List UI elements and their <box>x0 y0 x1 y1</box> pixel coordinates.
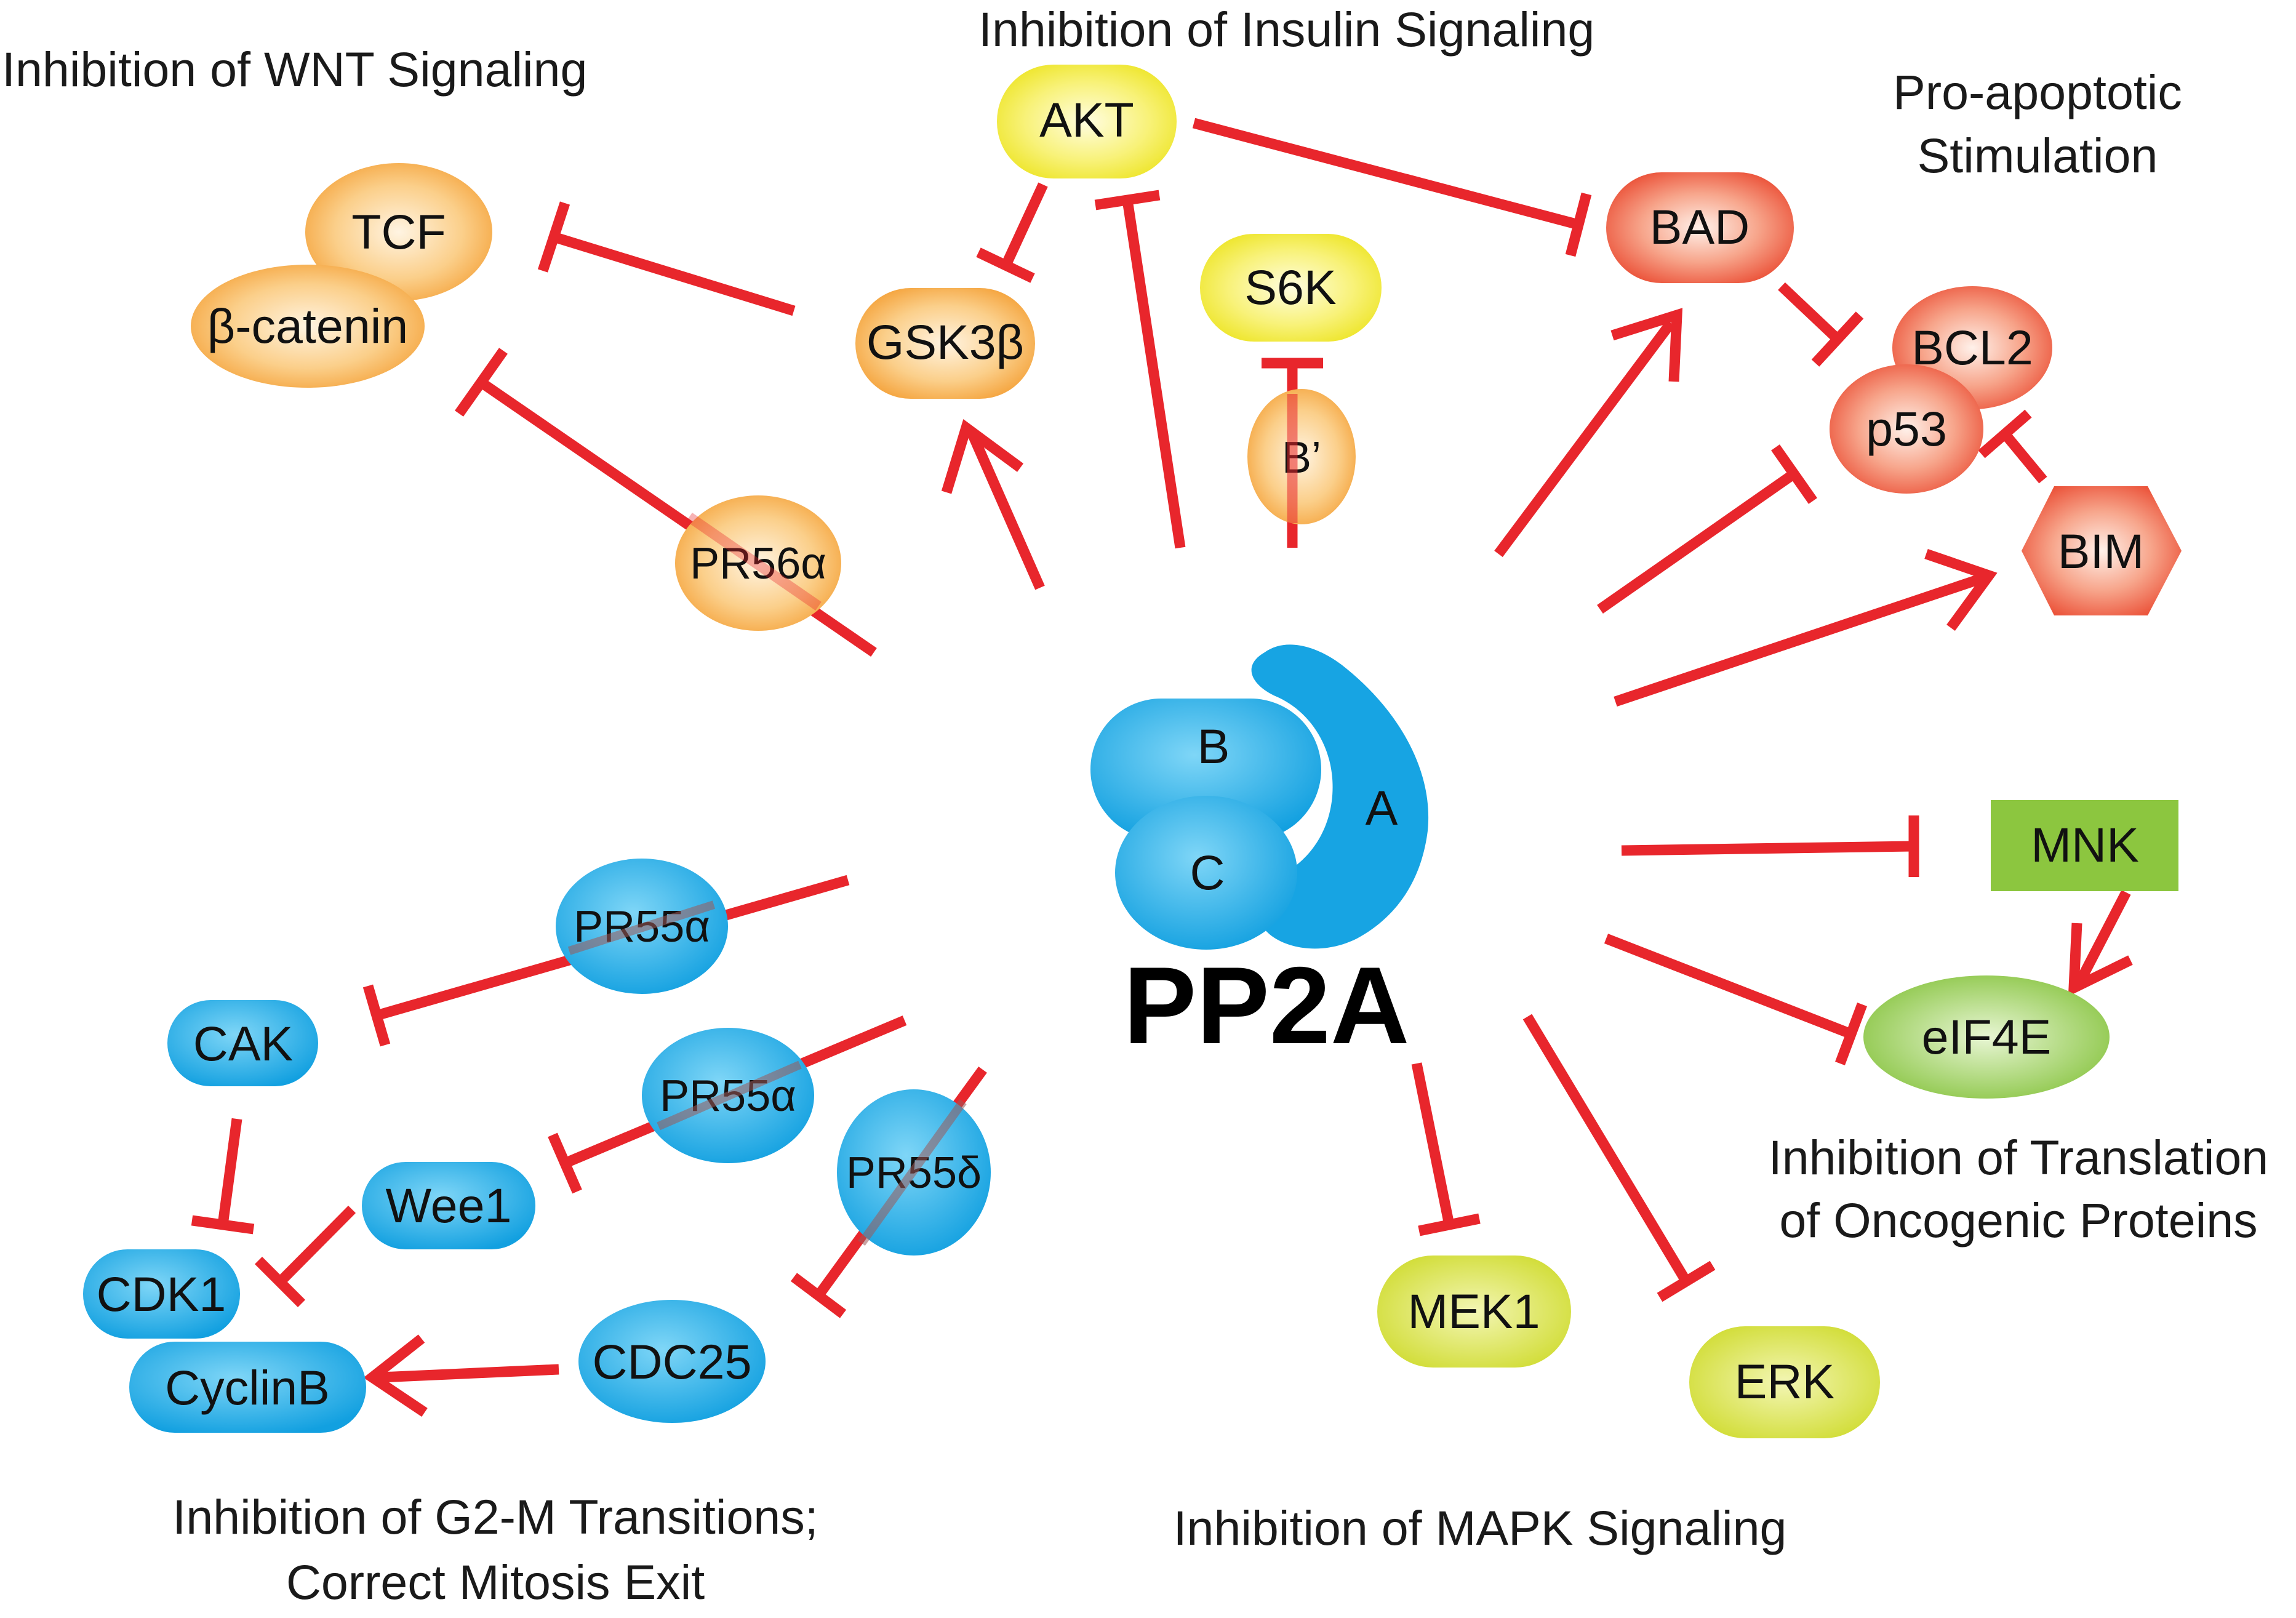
pp2a-subunit-c <box>1115 796 1297 950</box>
node-s6k-label: S6K <box>1244 260 1336 314</box>
edge-pp2a-inhibits-erk <box>1522 1014 1691 1284</box>
edge-wee1-cdk1-bar <box>254 1256 306 1308</box>
edge-pp2a-inhibits-eif4e <box>1604 934 1854 1039</box>
node-beta-catenin <box>191 265 425 388</box>
edge-akt-bad-bar <box>1565 192 1592 257</box>
edge-pr55a1-cak-bar <box>362 984 391 1047</box>
edge-pr55a1-crossing <box>567 900 716 955</box>
heading-translation-line2: of Oncogenic Proteins <box>1779 1193 2257 1248</box>
edge-cak-cdk1-bar <box>191 1215 255 1235</box>
edge-akt-inhibits-gsk3b <box>1001 182 1048 267</box>
edge-pp2a-activates-gsk3b <box>967 431 1045 590</box>
node-eif4e <box>1863 975 2110 1099</box>
node-bim <box>2022 486 2182 615</box>
edge-akt-inhibits-bad <box>1192 118 1580 230</box>
node-beta-catenin-label: β-catenin <box>207 298 409 353</box>
edge-pp2a-inhibits-akt <box>1122 199 1186 549</box>
edge-pp2a-erk-bar <box>1657 1260 1716 1302</box>
node-akt-label: AKT <box>1039 92 1134 147</box>
edge-gsk3b-tcf-bar <box>537 201 570 273</box>
edge-mnk-activates-eif4e <box>2075 890 2131 984</box>
edge-akt-gsk3b-bar <box>976 247 1035 283</box>
node-mek1-label: MEK1 <box>1407 1284 1540 1339</box>
edge-mnk-eif4e-arrowhead <box>2068 923 2133 996</box>
node-mnk <box>1991 800 2178 891</box>
heading-insulin: Inhibition of Insulin Signaling <box>978 2 1594 57</box>
heading-g2m-line1: Inhibition of G2-M Transitions; <box>172 1489 818 1544</box>
heading-translation-line1: Inhibition of Translation <box>1769 1130 2268 1185</box>
node-mek1 <box>1377 1256 1571 1368</box>
pp2a-title: PP2A <box>1124 944 1410 1067</box>
node-akt <box>997 65 1177 178</box>
node-gsk3b <box>855 288 1035 399</box>
edge-pp2a-inhibits-p53 <box>1597 470 1797 614</box>
node-b-prime <box>1247 389 1356 524</box>
edge-pp2a-bim-arrowhead <box>1924 548 1998 631</box>
heading-apoptotic-line2: Stimulation <box>1918 128 2158 183</box>
node-bad-label: BAD <box>1650 199 1750 254</box>
edge-bad-inhibits-bcl2 <box>1778 282 1841 343</box>
edge-cdc25-activates-cyclinb <box>380 1364 559 1383</box>
edge-pp2a-activates-bad <box>1494 319 1675 558</box>
node-cdc25 <box>578 1300 766 1423</box>
edge-cdc25-cyclinb-arrowhead <box>363 1334 428 1417</box>
node-cyclinb <box>129 1342 366 1433</box>
node-cak-label: CAK <box>193 1016 293 1071</box>
node-mnk-label: MNK <box>2031 817 2139 872</box>
edge-pr56a-bcatenin-bar <box>455 348 508 417</box>
node-wee1 <box>362 1162 535 1249</box>
node-bad <box>1606 172 1794 283</box>
edge-gsk3b-inhibits-tcf <box>552 231 796 316</box>
edge-pr55a2-crossing <box>657 1060 802 1131</box>
node-wee1-label: Wee1 <box>386 1178 512 1233</box>
node-erk <box>1689 1326 1880 1438</box>
node-bcl2-label: BCL2 <box>1911 320 2033 375</box>
node-cyclinb-label: CyclinB <box>165 1360 330 1415</box>
edge-bim-inhibits-p53 <box>2001 430 2047 484</box>
node-eif4e-label: eIF4E <box>1922 1009 2052 1064</box>
node-tcf <box>305 163 492 301</box>
edge-pp2a-eif4e-bar <box>1835 1003 1867 1065</box>
edge-pr55d-crossing <box>858 1099 967 1246</box>
edge-pp2a-inhibits-mek1 <box>1411 1062 1455 1226</box>
edge-wee1-inhibits-cdk1 <box>276 1206 356 1286</box>
edge-pp2a-gsk3b-arrowhead <box>941 419 1024 494</box>
heading-g2m-line2: Correct Mitosis Exit <box>286 1555 705 1609</box>
heading-mapk: Inhibition of MAPK Signaling <box>1174 1500 1787 1555</box>
pp2a-subunit-b-label: B <box>1198 719 1230 774</box>
node-s6k <box>1200 234 1382 342</box>
node-cdk1 <box>83 1249 240 1339</box>
node-tcf-label: TCF <box>351 204 446 259</box>
edge-bim-p53-bar <box>1978 409 2032 459</box>
node-erk-label: ERK <box>1735 1354 1834 1409</box>
node-cdk1-label: CDK1 <box>97 1267 226 1321</box>
pp2a-subunit-a-label: A <box>1366 780 1398 835</box>
edge-bad-bcl2-bar <box>1811 311 1864 367</box>
pp2a-subunit-b <box>1090 699 1321 840</box>
edges <box>191 118 2133 1417</box>
node-pr56a-label: PR56α <box>690 539 826 588</box>
pp2a-complex: A B C PP2A <box>1090 644 1429 1067</box>
node-cdc25-label: CDC25 <box>592 1334 751 1389</box>
node-gsk3b-label: GSK3β <box>866 314 1024 369</box>
edge-pp2a-inhibits-mnk <box>1621 841 1914 856</box>
edge-cak-inhibits-cdk1 <box>217 1118 242 1226</box>
pp2a-subunit-c-label: C <box>1190 845 1225 900</box>
node-bim-label: BIM <box>2058 524 2144 579</box>
heading-wnt: Inhibition of WNT Signaling <box>2 42 587 97</box>
node-cak <box>167 1000 318 1086</box>
edge-pp2a-bad-arrowhead <box>1610 308 1683 382</box>
edge-pr55a2-wee1-bar <box>548 1132 582 1194</box>
edge-pp2a-p53-bar <box>1771 444 1817 504</box>
edge-pp2a-akt-bar <box>1094 190 1161 210</box>
node-p53 <box>1830 364 1983 494</box>
node-p53-label: p53 <box>1866 401 1947 456</box>
edge-pp2a-activates-bim <box>1614 573 1983 707</box>
edge-pr55d-cdc25-bar <box>790 1273 847 1318</box>
heading-apoptotic-line1: Pro-apoptotic <box>1893 65 2182 119</box>
node-pr56a <box>675 495 841 631</box>
edge-pr56a-crossing <box>686 513 822 611</box>
edge-pp2a-mek1-bar <box>1418 1213 1481 1236</box>
